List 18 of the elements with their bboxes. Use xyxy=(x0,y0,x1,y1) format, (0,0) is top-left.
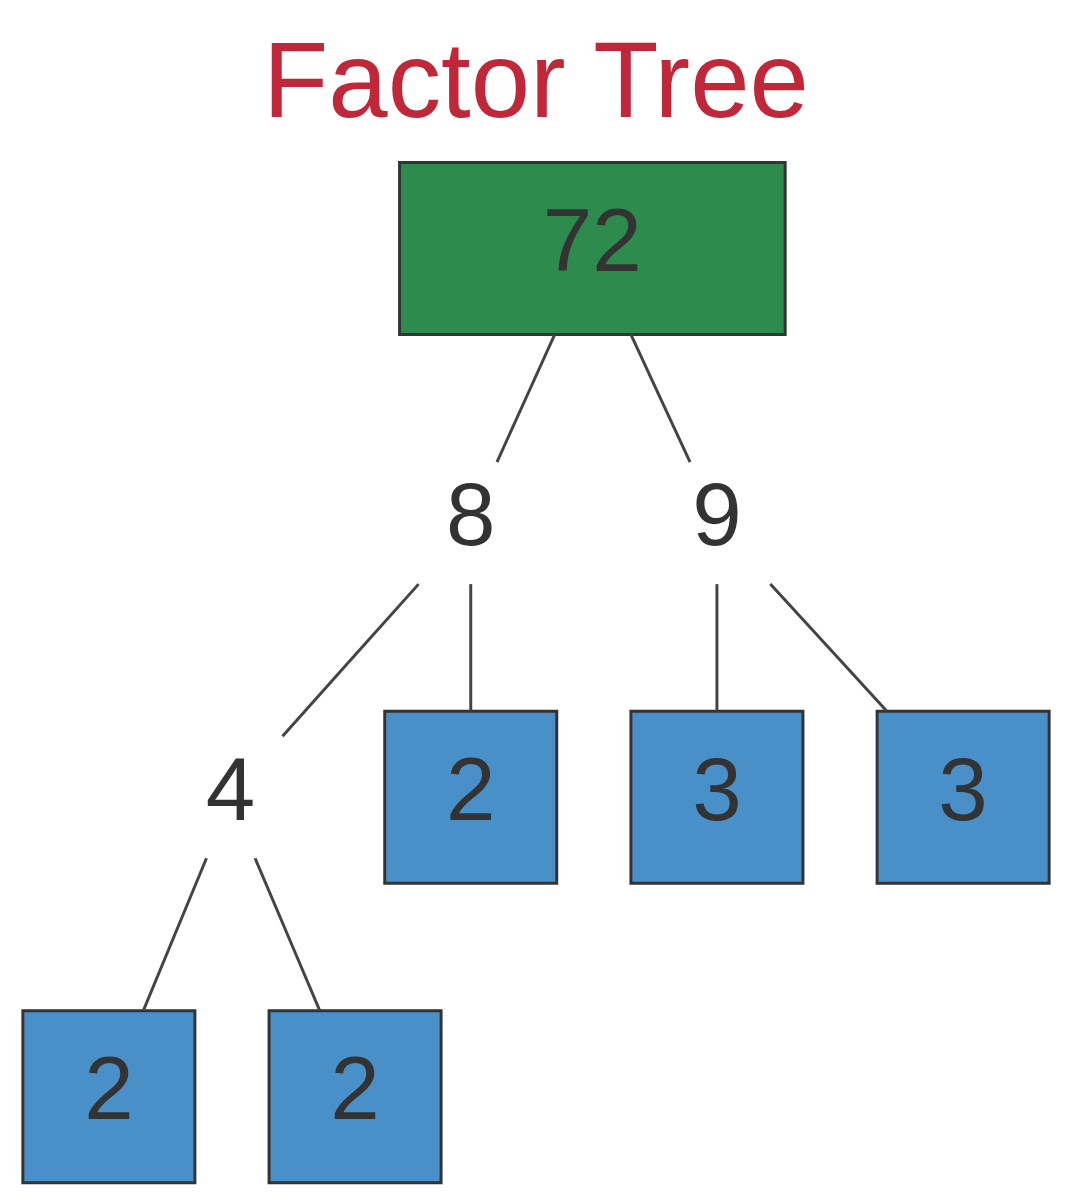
node-text: 9 xyxy=(691,464,742,565)
connector xyxy=(714,584,718,711)
diagram-title: Factor Tree xyxy=(262,20,809,141)
connector xyxy=(280,583,420,738)
connector xyxy=(253,857,321,1011)
connector xyxy=(468,584,472,711)
node-text: 8 xyxy=(445,464,495,565)
node-text: 4 xyxy=(205,738,255,839)
node-box: 2 xyxy=(267,1009,443,1185)
connector xyxy=(495,334,556,463)
node-box: 3 xyxy=(875,709,1051,885)
node-box: 3 xyxy=(628,709,804,885)
node-box: 2 xyxy=(382,709,558,885)
node-box: 2 xyxy=(20,1009,196,1185)
node-box: 72 xyxy=(397,161,787,337)
connector xyxy=(629,334,691,463)
connector xyxy=(768,583,888,712)
connector xyxy=(141,857,208,1011)
